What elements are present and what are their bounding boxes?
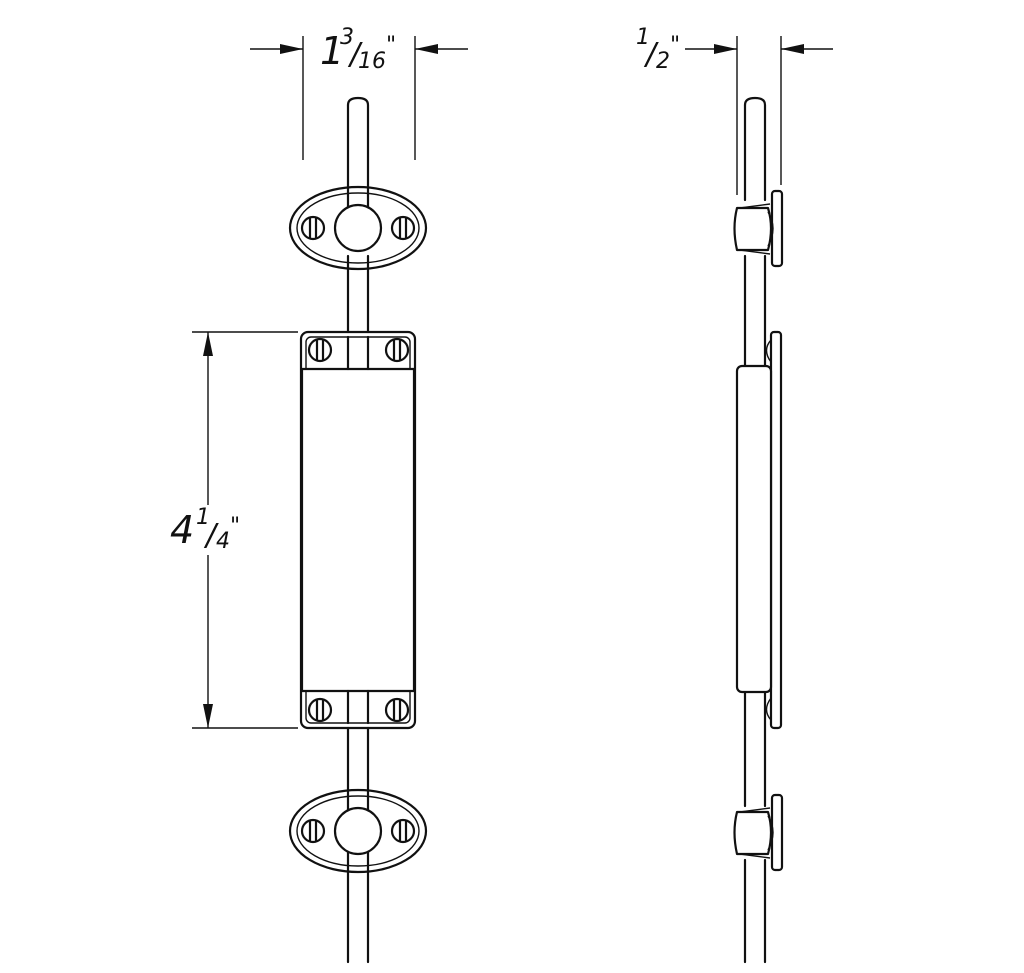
side-plate (735, 330, 783, 730)
height-whole: 4 (170, 508, 194, 552)
width-denominator: 16 (358, 49, 386, 74)
front-view: 1 3 / 16 " 4 1 / 4 " (170, 25, 468, 964)
width-numerator: 3 (340, 25, 354, 50)
width-slash: / (347, 37, 363, 72)
height-slash: / (203, 518, 219, 553)
side-rod (743, 96, 767, 964)
depth-denominator: 2 (656, 49, 670, 74)
screw-icon (384, 337, 410, 363)
screw-icon (307, 337, 333, 363)
side-bottom-bracket (733, 793, 784, 872)
bottom-rosette (288, 788, 428, 874)
screw-icon (390, 818, 416, 844)
width-dimension: 1 3 / 16 " (250, 25, 468, 160)
screw-icon (390, 215, 416, 241)
center-plate (299, 330, 417, 730)
screw-icon (384, 697, 410, 723)
width-whole: 1 (320, 29, 344, 73)
depth-numerator: 1 (636, 25, 650, 50)
side-top-bracket (733, 189, 784, 268)
height-numerator: 1 (196, 505, 210, 530)
depth-unit: " (670, 33, 680, 58)
height-denominator: 4 (216, 529, 230, 554)
screw-icon (300, 215, 326, 241)
height-unit: " (230, 514, 240, 539)
screw-icon (307, 697, 333, 723)
screw-icon (300, 818, 326, 844)
height-dimension: 4 1 / 4 " (170, 331, 298, 729)
depth-dimension: 1 / 2 " (636, 25, 833, 195)
side-view: 1 / 2 " (636, 25, 833, 964)
depth-slash: / (643, 37, 659, 72)
width-unit: " (386, 33, 396, 58)
top-rosette (288, 185, 428, 271)
